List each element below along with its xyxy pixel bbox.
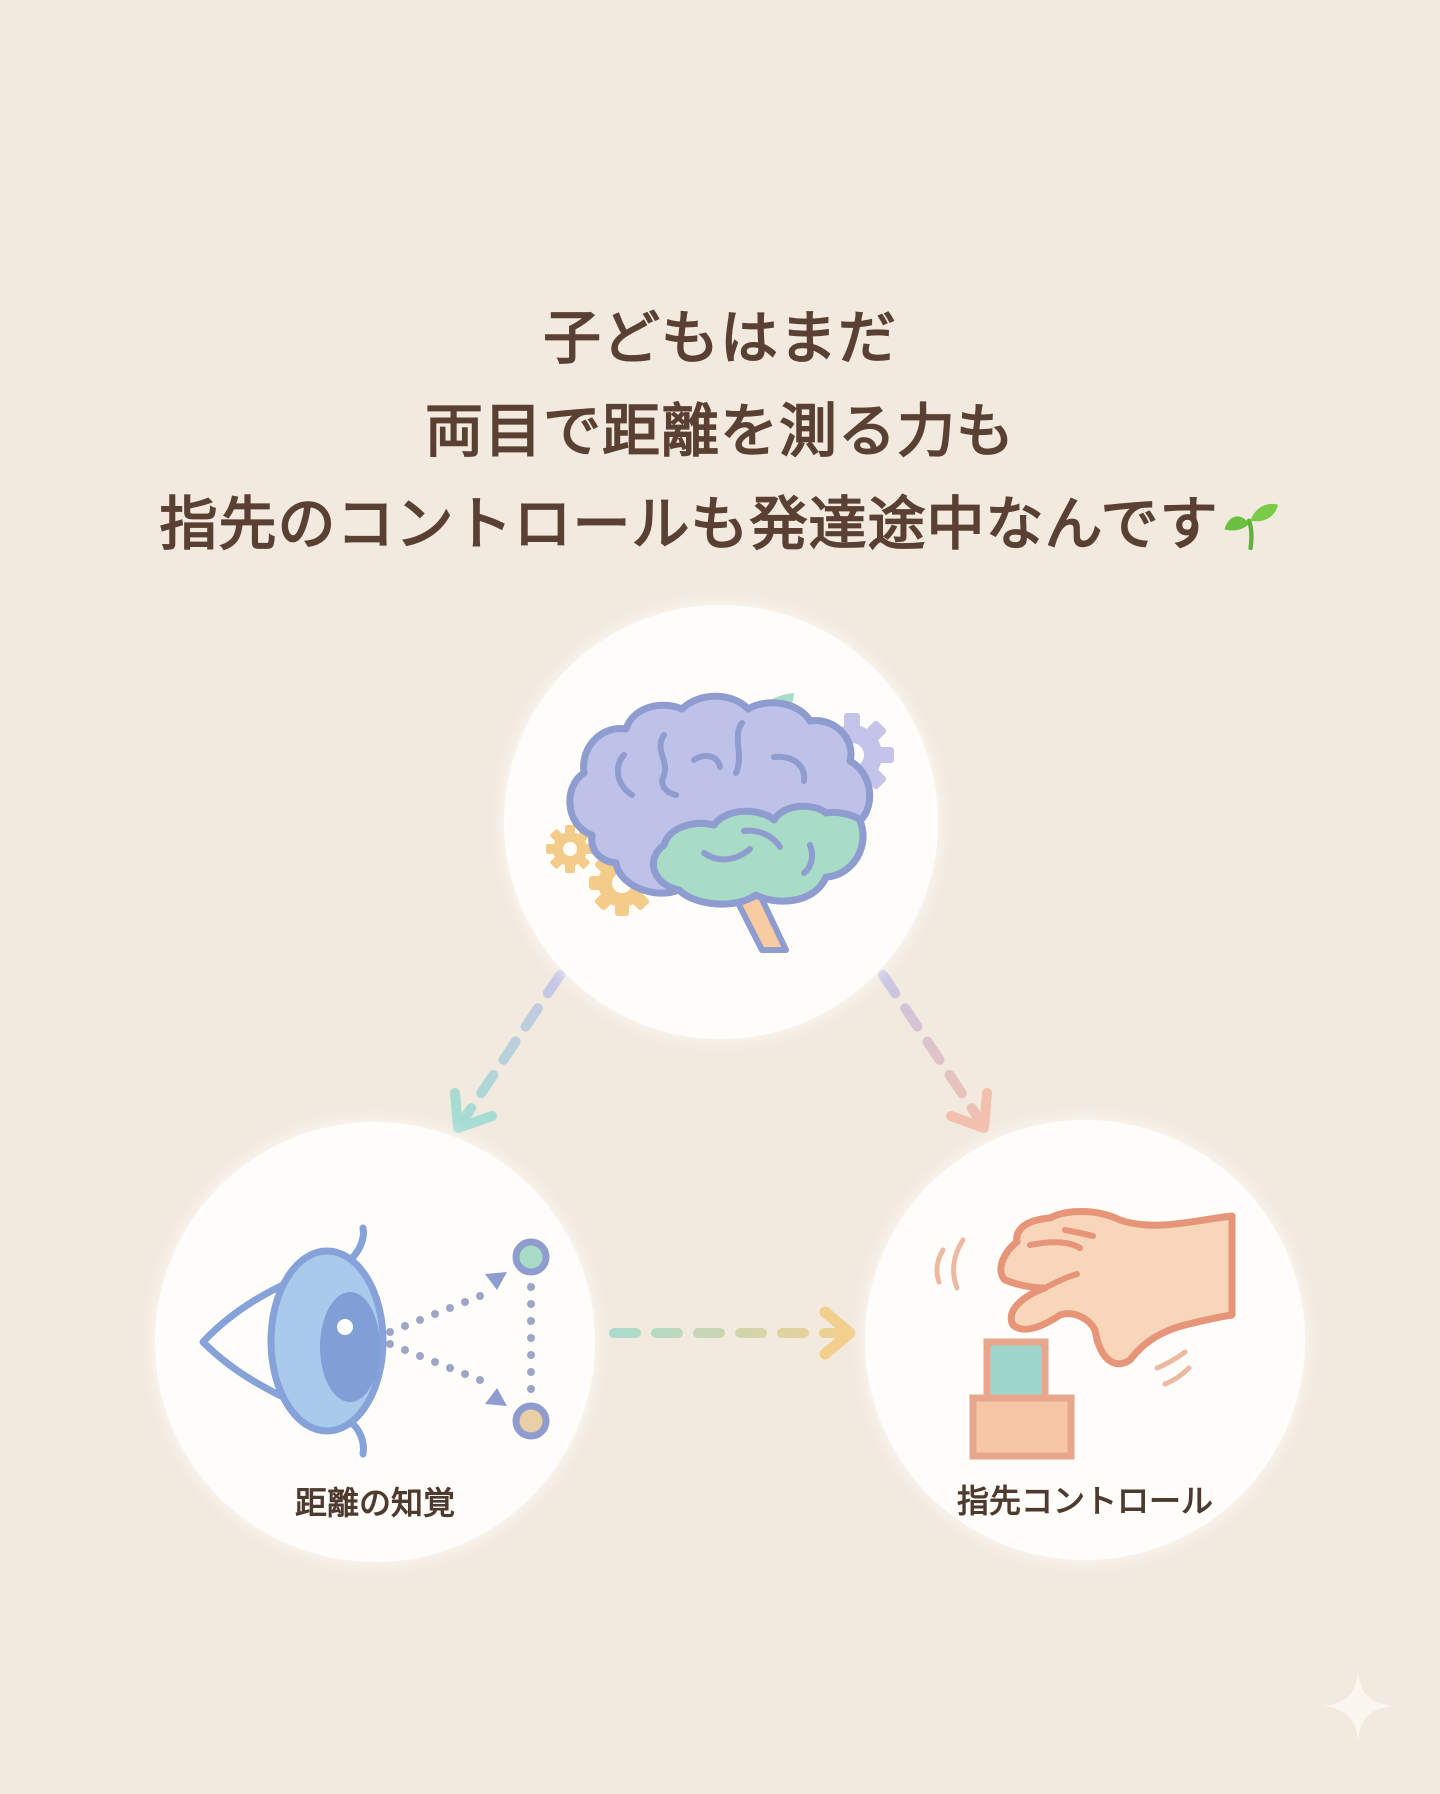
headline-line-3-text: 指先のコントロールも発達途中なんです: [159, 490, 1219, 558]
hand-grabbing-block-icon: [934, 1208, 1236, 1460]
headline-line-1: 子どもはまだ: [542, 304, 897, 372]
distance-perception-node: 距離の知覚: [155, 1122, 595, 1562]
sparkle-icon: [1324, 1672, 1392, 1740]
arrow-eye-to-hand: [609, 1306, 856, 1360]
fingertip-control-label: 指先コントロール: [956, 1482, 1213, 1520]
eye-depth-perception-icon: [199, 1224, 550, 1458]
distance-perception-label: 距離の知覚: [294, 1484, 455, 1522]
headline-line-2: 両目で距離を測る力も: [424, 397, 1015, 465]
headline: 子どもはまだ 両目で距離を測る力も 指先のコントロールも発達途中なんです: [0, 292, 1440, 571]
arrow-brain-to-eye: [450, 970, 565, 1133]
brain-with-sprout-and-gears-icon: [546, 692, 894, 953]
headline-line-3: 指先のコントロールも発達途中なんです: [0, 478, 1440, 571]
fingertip-control-node: 指先コントロール: [865, 1120, 1305, 1560]
sprout-icon: [1223, 503, 1278, 550]
arrow-brain-to-hand: [878, 970, 992, 1133]
brain-node: [504, 605, 938, 1039]
